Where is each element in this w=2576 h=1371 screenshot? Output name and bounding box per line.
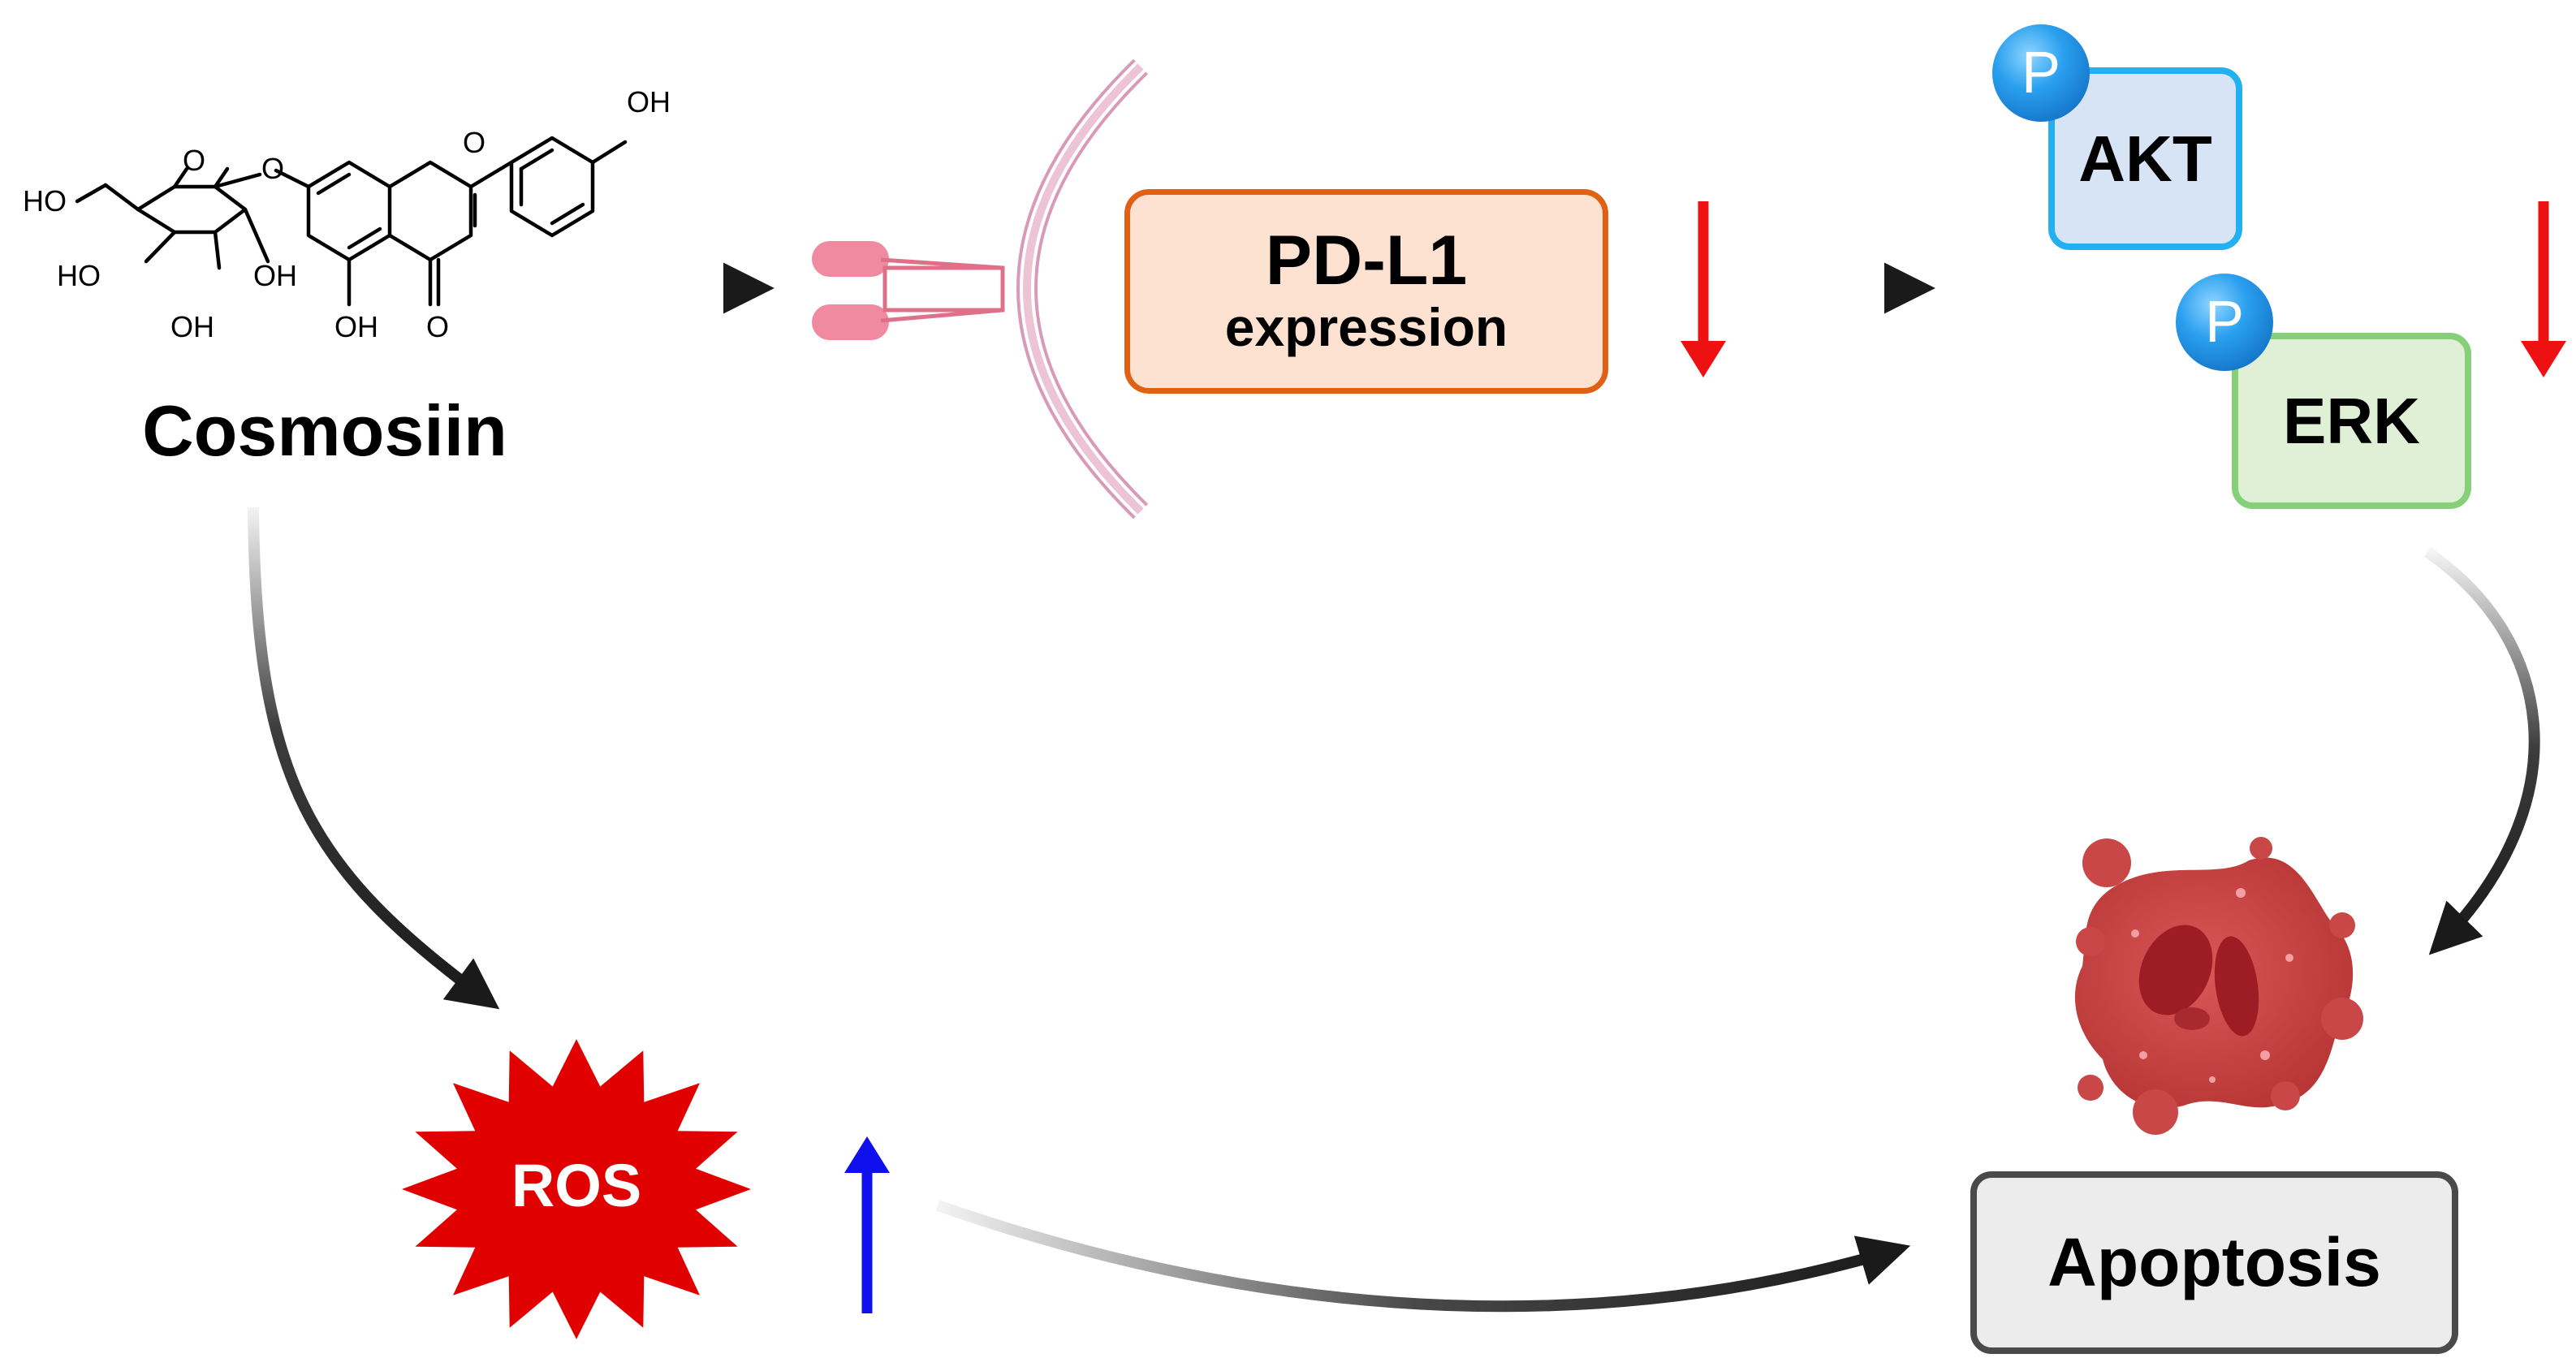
pdl1-title: PD-L1	[1265, 221, 1468, 300]
akt-phospho-badge: P	[1992, 24, 2090, 122]
atom-label: OH	[334, 310, 378, 343]
ros-burst	[402, 1039, 751, 1339]
ros-label: ROS	[511, 1152, 642, 1219]
cell-membrane	[1016, 58, 1149, 520]
atom-label: OH	[627, 85, 671, 119]
atom-label: O	[463, 126, 486, 159]
apoptosis-label: Apoptosis	[2047, 1224, 2381, 1300]
akt-label: AKT	[2078, 122, 2212, 195]
erk-label: ERK	[2283, 384, 2420, 457]
erk-phospho-badge: P	[2176, 274, 2273, 371]
cosmosiin-structure	[75, 136, 628, 307]
pdl1-box: PD-L1 expression	[1124, 189, 1608, 394]
erk-box: ERK	[2232, 333, 2471, 509]
atom-label: OH	[170, 310, 214, 343]
akt-erk-decrease-arrow	[2521, 201, 2566, 377]
compound-name: Cosmosiin	[142, 390, 507, 471]
receptor-icon	[812, 241, 1005, 340]
atom-label: O	[426, 310, 450, 343]
ros-increase-arrow	[844, 1136, 890, 1313]
atom-label: O	[261, 152, 285, 185]
akt-box: AKT	[2048, 67, 2242, 250]
arrow-erk-to-apoptosis	[2424, 547, 2540, 955]
atom-label: O	[183, 144, 206, 177]
atom-label: HO	[23, 184, 67, 218]
apoptotic-cell-icon	[2074, 837, 2363, 1135]
atom-label: HO	[57, 259, 101, 292]
pdl1-decrease-arrow	[1681, 201, 1726, 377]
pdl1-subtitle: expression	[1224, 297, 1508, 358]
arrow-ros-to-apoptosis	[935, 1200, 1911, 1313]
atom-label: OH	[253, 259, 297, 292]
apoptosis-box: Apoptosis	[1970, 1171, 2458, 1354]
arrow-cosmosiin-to-ros	[248, 507, 500, 1010]
